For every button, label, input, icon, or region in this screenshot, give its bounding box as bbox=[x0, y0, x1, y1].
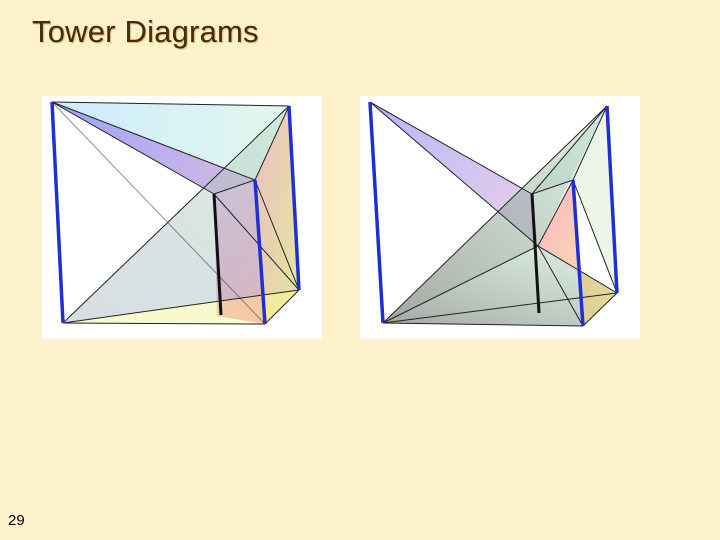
blue-edges bbox=[50, 101, 301, 325]
face-diagonal bbox=[63, 106, 299, 323]
tower-diagram-right bbox=[360, 96, 640, 339]
face-front-red bbox=[255, 106, 299, 324]
face-right bbox=[573, 106, 617, 293]
thin-edges bbox=[369, 101, 618, 327]
tower-mast bbox=[530, 193, 541, 314]
face-bottom bbox=[383, 246, 617, 326]
tower-diagram-right-svg bbox=[368, 101, 619, 327]
blue-edges bbox=[368, 101, 619, 327]
tower-diagram-left-svg bbox=[50, 101, 301, 325]
slide-title: Tower Diagrams bbox=[32, 14, 259, 49]
tower-mast bbox=[212, 193, 223, 316]
tower-diagram-left bbox=[42, 96, 322, 339]
page-number: 29 bbox=[8, 512, 25, 529]
thin-edges bbox=[51, 101, 300, 325]
